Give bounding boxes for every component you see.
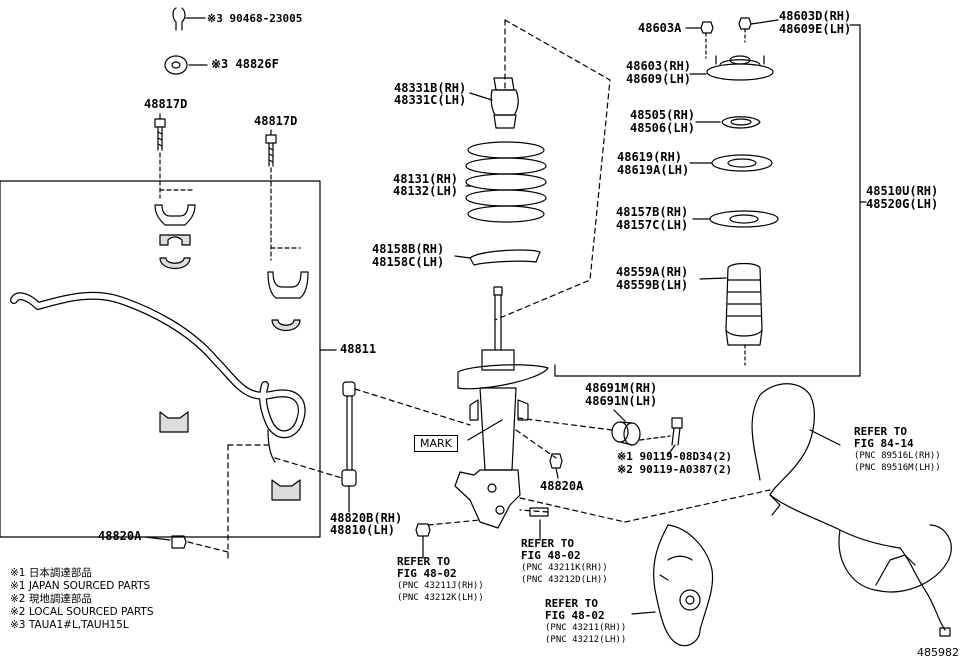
nut-48820a-right	[549, 453, 563, 469]
insulator-48619	[711, 154, 773, 172]
label-48817d-right: 48817D	[254, 114, 298, 128]
label-48603d: 48603D(RH)	[779, 9, 852, 23]
label-48810: 48810(LH)	[330, 523, 396, 537]
label-48158b: 48158B(RH)	[372, 242, 445, 256]
diagram-id: 485982	[917, 646, 959, 659]
label-48559a: 48559A(RH)	[616, 265, 689, 279]
label-48691m: 48691M(RH)	[585, 381, 658, 395]
bolt-90119	[671, 417, 683, 429]
bushing-48826f	[164, 55, 188, 75]
label-90119-a0387: ※2 90119-A0387(2)	[617, 463, 733, 476]
label-48520g: 48520G(LH)	[866, 197, 939, 211]
stabilizer-bar-inner	[11, 293, 305, 437]
top-mount	[706, 55, 774, 81]
label-48505: 48505(RH)	[630, 108, 696, 122]
bushing-48691	[611, 421, 629, 443]
dust-boot	[725, 262, 763, 346]
label-48820a-left: 48820A	[98, 529, 142, 543]
note-3: ※2 現地調達部品	[10, 593, 92, 605]
stabilizer-link	[341, 381, 357, 513]
note-1: ※1 日本調達部品	[10, 567, 92, 579]
bushing-left-1	[159, 234, 191, 246]
label-48691n: 48691N(LH)	[585, 394, 658, 408]
label-48609: 48609(LH)	[626, 72, 692, 86]
label-48158c: 48158C(LH)	[372, 255, 445, 269]
bushing-right-2	[271, 479, 301, 501]
seat-48157	[709, 210, 779, 228]
mark-label: MARK	[414, 435, 458, 452]
bump-stop-body	[490, 89, 519, 116]
label-48811: 48811	[340, 342, 377, 356]
bracket-left	[154, 204, 196, 226]
clip-90468	[172, 7, 186, 31]
label-48559b: 48559B(LH)	[616, 278, 689, 292]
nut-48603d	[738, 17, 752, 30]
label-90119-08d34: ※1 90119-08D34(2)	[617, 450, 733, 463]
bearing-48505	[721, 116, 761, 129]
label-48131: 48131(RH)	[393, 172, 459, 186]
refer-fig-48-02-c[interactable]: REFER TO FIG 48-02 (PNC 43211(RH)) (PNC …	[545, 597, 627, 646]
bolt-48817d-right	[265, 134, 277, 167]
steering-knuckle	[653, 524, 714, 647]
label-48817d-left: 48817D	[144, 97, 188, 111]
note-4: ※2 LOCAL SOURCED PARTS	[10, 606, 154, 618]
bushing-right-1	[271, 319, 301, 332]
label-48132: 48132(LH)	[393, 184, 459, 198]
label-48157b: 48157B(RH)	[616, 205, 689, 219]
strut-assembly	[454, 286, 549, 529]
notes-block: ※1 日本調達部品 ※1 JAPAN SOURCED PARTS ※2 現地調達…	[10, 567, 154, 632]
label-48820a-right: 48820A	[540, 479, 584, 493]
note-5: ※3 TAUA1#L,TAUH15L	[10, 619, 129, 631]
label-48619: 48619(RH)	[617, 150, 683, 164]
bracket-right	[267, 271, 309, 299]
bump-stop-top	[493, 77, 515, 91]
note-2: ※1 JAPAN SOURCED PARTS	[10, 580, 151, 592]
label-48510u: 48510U(RH)	[866, 184, 939, 198]
label-48609e: 48609E(LH)	[779, 22, 852, 36]
label-48157c: 48157C(LH)	[616, 218, 689, 232]
nut-lower	[415, 523, 431, 537]
bushing-left-2	[159, 257, 191, 270]
refer-fig-84-14[interactable]: REFER TO FIG 84-14 (PNC 89516L(RH)) (PNC…	[854, 425, 941, 474]
bolt-48817d-left	[154, 118, 166, 151]
label-48619a: 48619A(LH)	[617, 163, 690, 177]
label-48331b: 48331B(RH)	[394, 81, 467, 95]
label-48331c: 48331C(LH)	[394, 93, 467, 107]
coil-spring	[465, 141, 547, 223]
bolt-lower	[529, 507, 549, 517]
nut-48820a-left	[171, 535, 187, 549]
label-48603: 48603(RH)	[626, 59, 692, 73]
refer-fig-48-02-b[interactable]: REFER TO FIG 48-02 (PNC 43211K(RH)) (PNC…	[521, 537, 608, 586]
label-90468: ※3 90468-23005	[207, 12, 303, 25]
bushing-left-3	[159, 411, 189, 433]
lower-insulator	[469, 249, 541, 266]
label-48820b: 48820B(RH)	[330, 511, 403, 525]
refer-fig-48-02-a[interactable]: REFER TO FIG 48-02 (PNC 43211J(RH)) (PNC…	[397, 555, 484, 604]
abs-sensor-wire	[751, 383, 952, 637]
label-48603a: 48603A	[638, 21, 682, 35]
label-48506: 48506(LH)	[630, 121, 696, 135]
nut-48603a	[700, 21, 714, 34]
label-48826f: ※3 48826F	[211, 57, 279, 71]
